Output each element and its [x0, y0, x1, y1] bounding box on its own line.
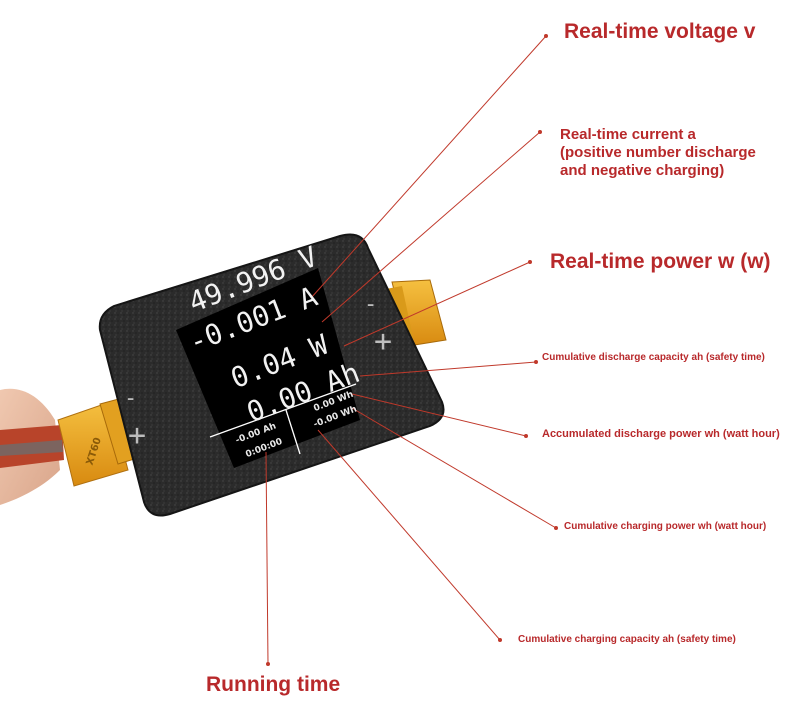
label-current-line3: and negative charging) — [560, 162, 725, 179]
label-running-time: Running time — [206, 673, 341, 696]
cable-grey — [0, 440, 63, 456]
right-minus-mark: - — [364, 292, 378, 317]
label-discharge-ah: Cumulative discharge capacity ah (safety… — [542, 352, 765, 363]
label-current-line2: (positive number discharge — [560, 144, 756, 161]
label-charging-ah: Cumulative charging capacity ah (safety … — [518, 634, 736, 645]
label-voltage: Real-time voltage v — [564, 20, 756, 43]
label-current-line1: Real-time current a — [560, 126, 696, 143]
lcd-screen — [176, 268, 360, 468]
right-plus-mark: + — [374, 324, 393, 359]
label-charging-wh: Cumulative charging power wh (watt hour) — [564, 521, 767, 532]
left-minus-mark: - — [124, 386, 138, 411]
leader-lines — [265, 35, 557, 665]
label-power: Real-time power w (w) — [550, 250, 771, 273]
label-current: Real-time current a (positive number dis… — [560, 126, 756, 180]
left-plus-mark: + — [128, 418, 147, 453]
leader-dots — [266, 34, 558, 666]
label-discharge-wh: Accumulated discharge power wh (watt hou… — [542, 428, 780, 440]
